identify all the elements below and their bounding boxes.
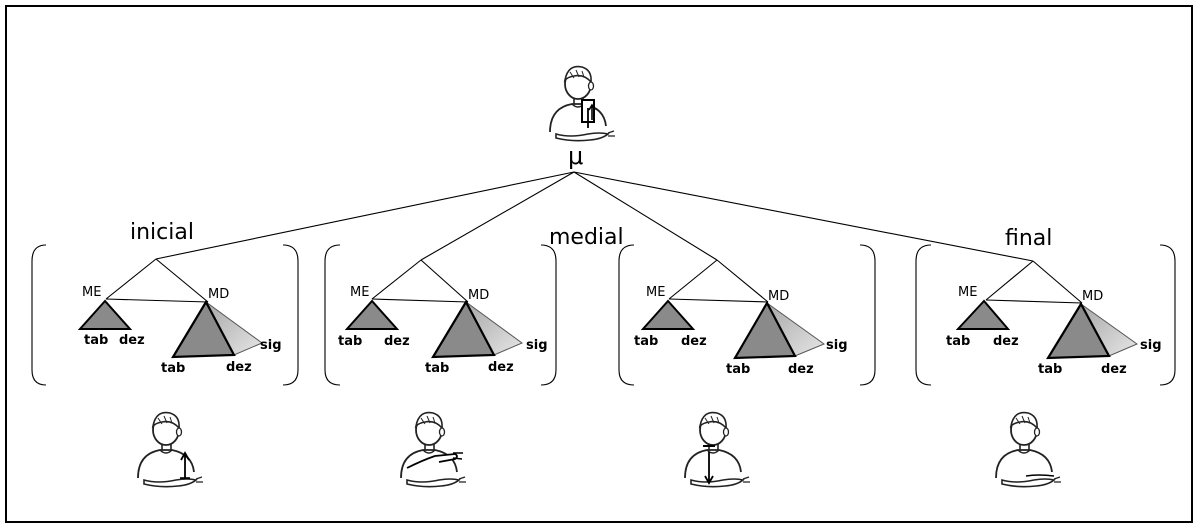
me-triangle [955, 299, 1011, 330]
leaf-dez: dez [788, 362, 814, 377]
segment-title-final: final [1005, 226, 1052, 251]
leaf-tab: tab [634, 334, 658, 349]
me-triangle [344, 299, 400, 330]
md-pyramid [431, 299, 496, 359]
leaf-tab: tab [84, 333, 108, 348]
right-bracket [282, 244, 299, 386]
signer-illustration [400, 411, 467, 488]
leaf-dez: dez [119, 333, 145, 348]
leaf-dez: dez [1101, 362, 1127, 377]
right-bracket [540, 244, 557, 386]
right-bracket [1159, 244, 1176, 386]
leaf-sig: sig [826, 338, 848, 353]
node-md: MD [468, 288, 489, 303]
me-triangle [640, 299, 696, 330]
leaf-sig: sig [260, 338, 282, 353]
left-bracket [31, 244, 47, 386]
left-bracket [915, 244, 932, 386]
top-branches [155, 171, 1034, 262]
signer-illustration [995, 411, 1062, 488]
left-bracket [618, 244, 635, 386]
leaf-dez: dez [993, 334, 1019, 349]
leaf-tab: tab [425, 361, 449, 376]
leaf-tab: tab [161, 361, 185, 376]
right-bracket [859, 244, 876, 386]
leaf-dez: dez [488, 360, 514, 375]
leaf-sig: sig [1140, 338, 1162, 353]
left-bracket [324, 244, 341, 386]
leaf-tab: tab [726, 362, 750, 377]
node-md: MD [208, 287, 229, 302]
md-pyramid [733, 300, 797, 360]
segment-tree: ME MD tab dez tab dez sig [31, 244, 299, 386]
root-signer-illustration [549, 65, 616, 142]
root-mu-label: μ [568, 142, 583, 170]
leaf-sig: sig [526, 338, 548, 353]
node-md: MD [768, 289, 789, 304]
diagram-frame [5, 5, 1193, 523]
signer-illustration [137, 411, 204, 488]
signer-illustration [684, 411, 751, 488]
md-pyramid [1045, 301, 1111, 360]
md-pyramid [171, 299, 236, 359]
segment-title-medial: medial [549, 225, 624, 250]
leaf-dez: dez [384, 334, 410, 349]
leaf-dez: dez [226, 360, 252, 375]
segment-tree: ME MD tab dez tab dez sig [324, 244, 557, 386]
me-triangle [77, 299, 133, 330]
segment-title-inicial: inicial [130, 220, 194, 245]
node-me: ME [350, 285, 369, 300]
node-me: ME [646, 285, 665, 300]
leaf-dez: dez [681, 334, 707, 349]
node-me: ME [958, 285, 977, 300]
node-md: MD [1082, 289, 1103, 304]
segment-tree: ME MD tab dez tab dez sig [618, 244, 876, 386]
leaf-tab: tab [338, 334, 362, 349]
leaf-tab: tab [946, 334, 970, 349]
segment-tree: ME MD tab dez tab dez sig [915, 244, 1176, 386]
leaf-tab: tab [1038, 362, 1062, 377]
node-me: ME [82, 285, 101, 300]
